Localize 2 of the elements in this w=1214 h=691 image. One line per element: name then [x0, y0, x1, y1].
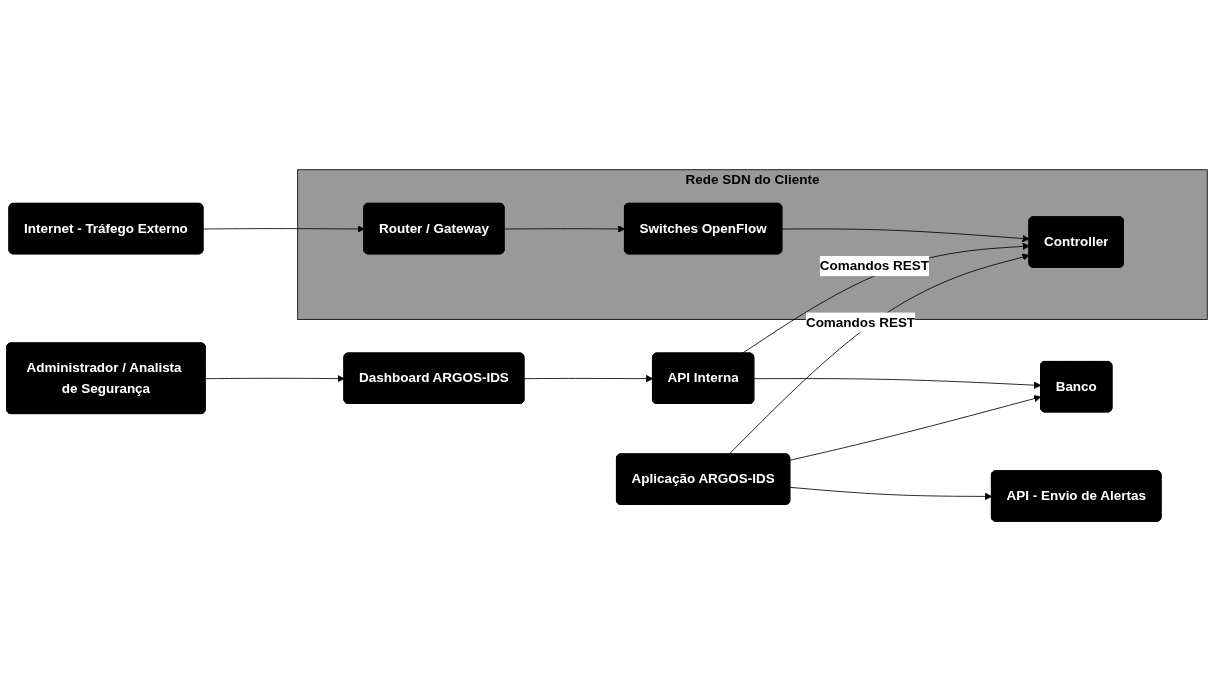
edge-label: Comandos REST: [819, 258, 929, 273]
edge-label: Comandos REST: [805, 315, 916, 330]
